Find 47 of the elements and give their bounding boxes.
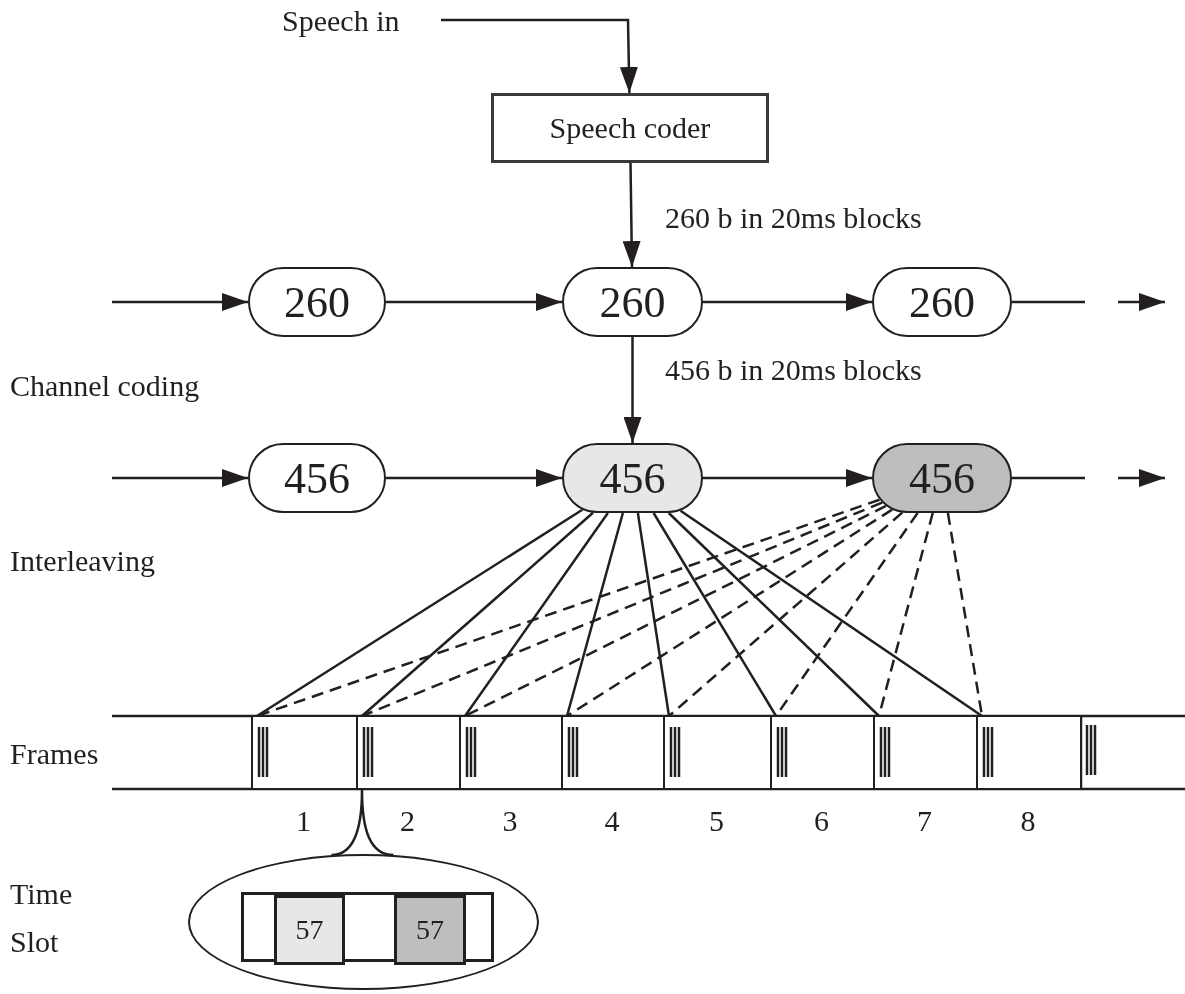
arrow: [622, 162, 641, 268]
frame-number: 5: [708, 803, 725, 839]
block-pill: 456: [872, 443, 1012, 513]
block-pill: 260: [562, 267, 703, 337]
connector-line: [256, 498, 880, 718]
row-label: Interleaving: [10, 543, 156, 579]
row-label: Time Slot: [10, 876, 74, 960]
arrow: [441, 18, 638, 94]
connector-line: [256, 508, 583, 718]
arrow: [386, 293, 562, 311]
frame-number: 2: [399, 803, 416, 839]
arrow: [112, 469, 248, 487]
arrow: [703, 293, 872, 311]
arrow: [386, 469, 562, 487]
block-pill: 456: [248, 443, 386, 513]
connector-line: [463, 512, 609, 717]
connector-line: [565, 512, 625, 717]
arrow: [112, 293, 248, 311]
frame-number: 6: [813, 803, 830, 839]
block-pill: 260: [248, 267, 386, 337]
block-pill: 456: [562, 443, 703, 513]
arrow: [1010, 293, 1167, 311]
connector-line: [636, 512, 671, 717]
data-field: 57: [274, 895, 345, 965]
row-label: Channel coding: [10, 368, 201, 404]
arrow: [1010, 469, 1167, 487]
connector-line: [361, 501, 883, 718]
frame-number: 7: [916, 803, 933, 839]
connector-line: [652, 512, 778, 717]
connector-line: [679, 509, 983, 718]
connector-line: [361, 511, 594, 717]
time-slot-bar: [241, 892, 494, 962]
arrow: [703, 469, 872, 487]
connector-line: [464, 504, 887, 718]
frame-number: 3: [501, 803, 519, 839]
frame-number: 4: [603, 803, 621, 839]
arrow: [623, 337, 642, 443]
connector-line: [566, 508, 893, 718]
frame-number: 8: [1019, 803, 1037, 839]
zoom-ellipse: [188, 854, 539, 990]
zoom-bracket: [330, 788, 395, 857]
frame-number: 1: [295, 803, 312, 839]
data-field: 57: [394, 895, 466, 965]
row-label: Frames: [10, 736, 100, 772]
block-pill: 260: [872, 267, 1012, 337]
process-box: Speech coder: [491, 93, 769, 163]
input-label: Speech in: [282, 0, 437, 42]
